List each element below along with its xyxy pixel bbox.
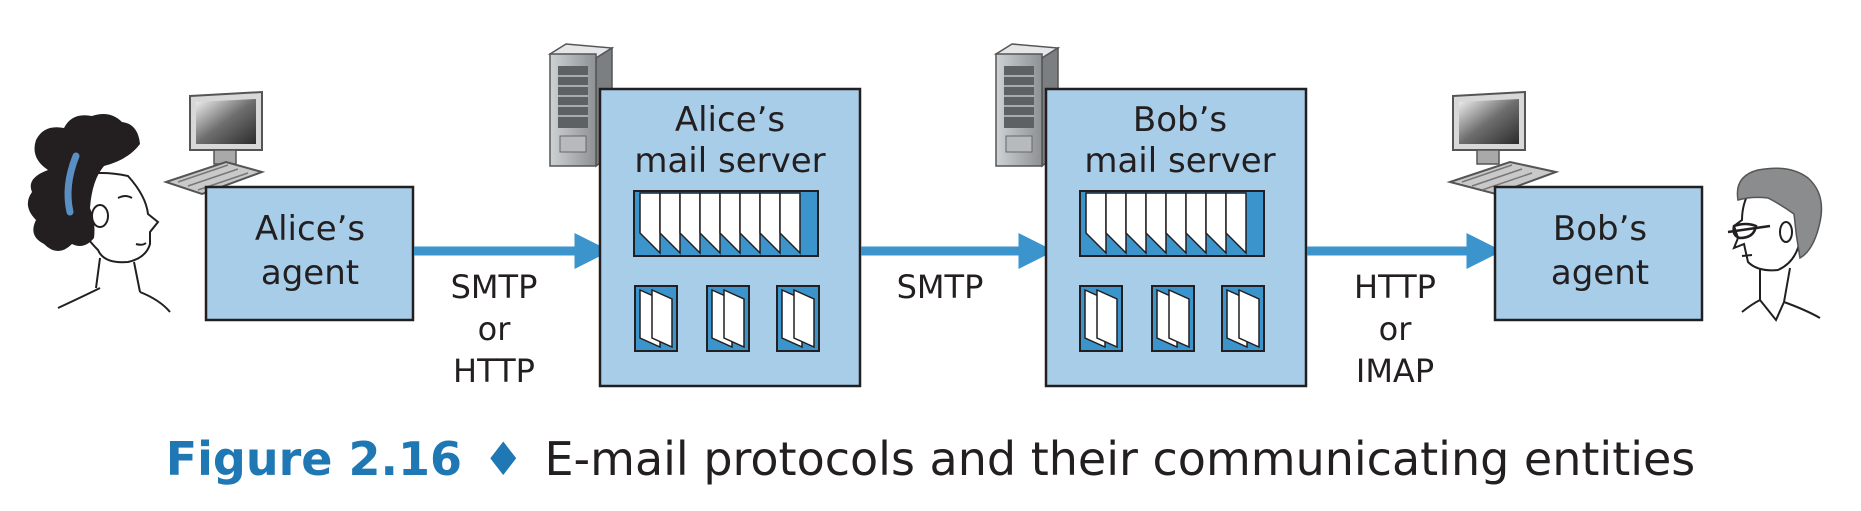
figure-caption: Figure 2.16 ♦ E-mail protocols and their… xyxy=(0,432,1861,486)
link3-label-line1: HTTP xyxy=(1354,268,1436,306)
bob-agent-label-line1: Bob’s xyxy=(1553,209,1647,249)
alice-server-label-line1: Alice’s xyxy=(675,100,785,140)
alice-person-icon xyxy=(27,114,171,313)
link3-label-line3: IMAP xyxy=(1356,352,1434,390)
alice-agent-box xyxy=(204,185,415,322)
alice-server-mailboxes xyxy=(634,285,820,352)
alice-agent-label-line1: Alice’s xyxy=(255,209,365,249)
link2-label-line1: SMTP xyxy=(897,268,984,306)
alice-server-label-line2: mail server xyxy=(634,141,825,181)
bob-server-label-line1: Bob’s xyxy=(1133,100,1227,140)
caption-text: E-mail protocols and their communicating… xyxy=(544,432,1696,486)
bob-agent-label-line2: agent xyxy=(1551,253,1649,293)
figure-label: Figure 2.16 xyxy=(165,432,462,486)
email-diagram: Alice’s agent SMTP or HTTP Alice’s mail … xyxy=(27,43,1823,390)
link3-label-line2: or xyxy=(1379,310,1413,348)
bob-computer-icon xyxy=(1446,90,1560,196)
caption-separator: ♦ xyxy=(482,432,524,486)
bob-server-mailboxes xyxy=(1079,285,1265,352)
alice-agent-label-line2: agent xyxy=(261,253,359,293)
alice-server-outgoing-queue xyxy=(633,190,819,257)
link1-label-line1: SMTP xyxy=(451,268,538,306)
bob-server-label-line2: mail server xyxy=(1084,141,1275,181)
link1-label-line2: or xyxy=(478,310,512,348)
link1-label-line3: HTTP xyxy=(453,352,535,390)
alice-computer-icon xyxy=(162,90,266,196)
bob-agent-box xyxy=(1493,185,1704,322)
bob-server-outgoing-queue xyxy=(1079,190,1265,257)
bob-person-icon xyxy=(1727,167,1823,322)
